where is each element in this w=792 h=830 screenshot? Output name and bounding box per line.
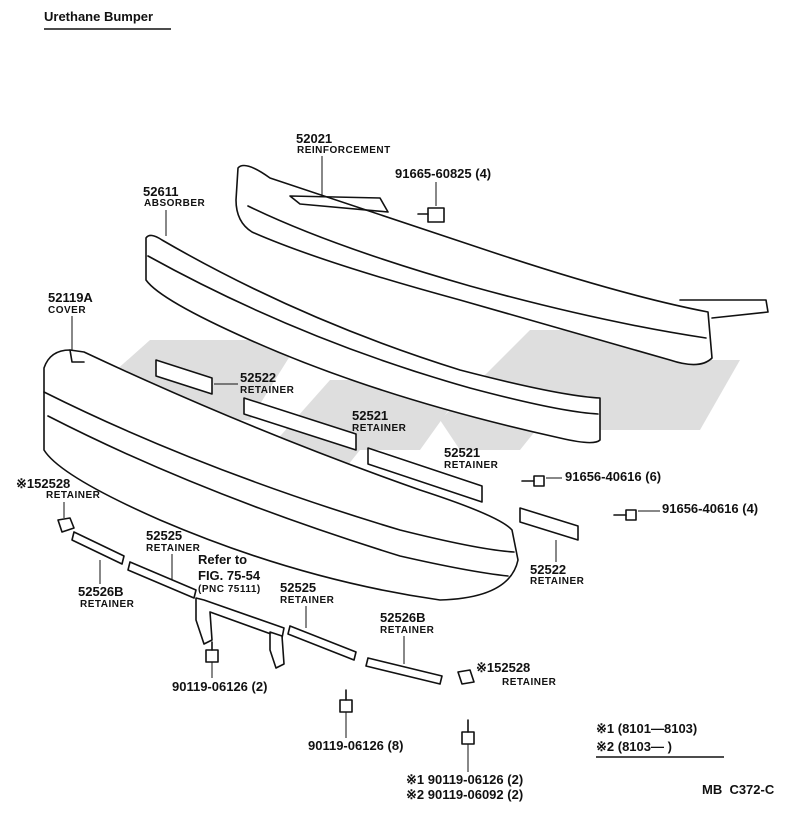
bolt-90119-note2-label: ※2 90119-06092 (2) [406,787,523,802]
bolt-90119-left-label: 90119-06126 (2) [172,679,267,694]
retainer-52521-a[interactable] [243,397,357,451]
bolt-90119-note1-label: ※1 90119-06126 (2) [406,772,523,787]
bolt-90119-center-label: 90119-06126 (8) [308,738,403,753]
retainer-52521-b-number: 52521 [444,445,480,460]
figure-code: MB C372-C [702,782,775,797]
reinforcement-52021[interactable] [235,164,769,366]
diagram-title: Urethane Bumper [44,9,171,30]
retainer-52528-left-name: RETAINER [46,490,101,501]
retainer-52528-right[interactable] [457,669,475,685]
bolt-91665-icon [417,207,445,223]
retainer-52525-center-number: 52525 [280,580,316,595]
retainer-52526b-left-number: 52526B [78,584,124,599]
reference-line2: FIG. 75-54 [198,568,261,583]
retainer-52522-upper[interactable] [155,359,213,395]
retainer-52525-center[interactable] [287,625,357,661]
reinforcement-number: 52021 [296,131,332,146]
retainer-52522-lower-number: 52522 [530,562,566,577]
retainer-52521-b[interactable] [367,447,483,503]
retainer-52525-left-number: 52525 [146,528,182,543]
absorber-52611[interactable] [145,234,601,444]
reference-line3: (PNC 75111) [198,584,261,595]
retainer-52521-a-name: RETAINER [352,423,407,434]
retainer-52521-b-name: RETAINER [444,460,499,471]
retainer-52521-a-number: 52521 [352,408,388,423]
retainer-52522-upper-name: RETAINER [240,385,295,396]
retainer-52522-upper-number: 52522 [240,370,276,385]
bolt-91656-b-label: 91656-40616 (4) [662,501,758,516]
bolt-90119-center-icon [339,689,353,713]
mounting-bracket-assembly[interactable] [195,597,285,669]
retainer-52526b-right-name: RETAINER [380,625,435,636]
absorber-name: ABSORBER [144,198,206,209]
reinforcement-name: REINFORCEMENT [297,145,391,156]
bolt-91656-b-icon [613,509,637,521]
retainer-52526b-right[interactable] [365,657,443,685]
legend-note1: ※1 (8101—8103) [596,721,697,736]
retainer-52526b-right-number: 52526B [380,610,426,625]
retainer-52528-left-number: ※152528 [16,476,70,491]
retainer-52526b-left[interactable] [71,531,125,565]
title-text: Urethane Bumper [44,9,153,24]
reference-line1: Refer to [198,552,247,567]
bolt-90119-left-icon [205,641,219,663]
retainer-52522-lower-name: RETAINER [530,576,585,587]
retainer-52528-left[interactable] [57,517,75,533]
bolt-90119-note-icon [461,719,475,745]
retainer-52528-right-name: RETAINER [502,677,557,688]
retainer-52525-left-name: RETAINER [146,543,201,554]
serial-range-legend: ※1 (8101—8103) ※2 (8103— ) [596,721,724,758]
cover-number: 52119A [48,290,93,305]
retainer-52526b-left-name: RETAINER [80,599,135,610]
bolt-91665-label: 91665-60825 (4) [395,166,491,181]
retainer-52528-right-number: ※152528 [476,660,530,675]
absorber-number: 52611 [143,184,178,199]
legend-note2: ※2 (8103— ) [596,739,672,754]
cover-52119a[interactable] [43,349,519,601]
figure-reference-note: Refer to FIG. 75-54 (PNC 75111) [198,552,261,595]
cover-name: COVER [48,305,86,316]
retainer-52525-center-name: RETAINER [280,595,335,606]
retainer-52525-left[interactable] [127,561,197,599]
bolt-91656-a-label: 91656-40616 (6) [565,469,661,484]
bolt-91656-a-icon [521,475,545,487]
retainer-52522-lower[interactable] [519,507,579,541]
